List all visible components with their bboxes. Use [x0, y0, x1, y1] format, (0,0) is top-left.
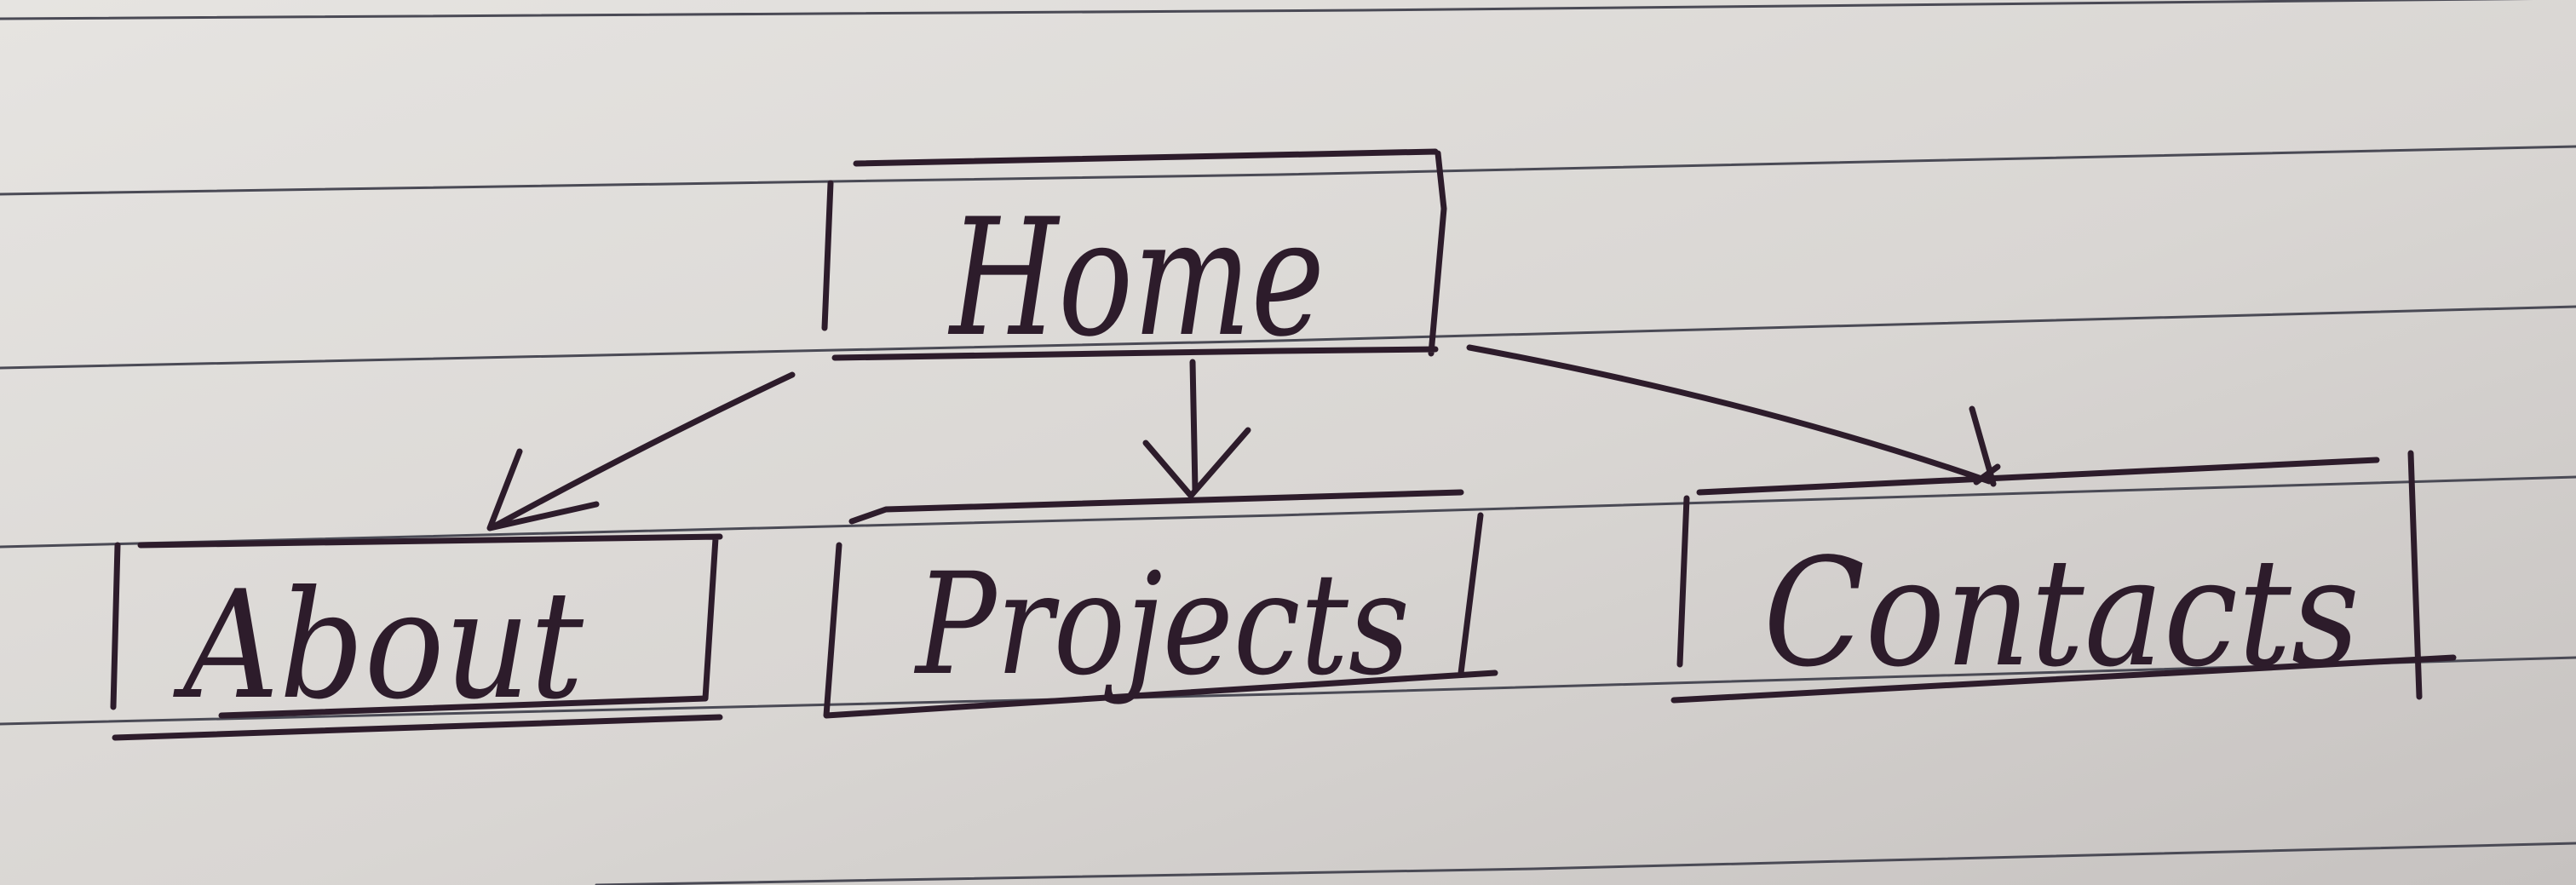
node-about-label: About	[173, 560, 584, 733]
ruled-line	[0, 475, 2576, 549]
node-about-box	[110, 533, 723, 741]
node-contacts-box	[1670, 450, 2457, 704]
arrowhead-projects-icon	[1142, 427, 1251, 499]
ruled-line	[0, 145, 2576, 196]
node-home: Home	[821, 148, 1447, 372]
connector-home-contacts	[1466, 344, 1992, 485]
ruled-line	[0, 656, 2576, 726]
connectors	[486, 344, 2001, 532]
ruled-line	[0, 305, 2576, 370]
connector-home-projects	[1189, 359, 1199, 493]
node-about: About	[110, 533, 723, 741]
node-home-label: Home	[948, 184, 1325, 372]
ruled-line	[0, 0, 2533, 20]
node-projects-label: Projects	[913, 543, 1410, 706]
connector-home-about	[491, 371, 796, 530]
node-home-box	[821, 148, 1447, 361]
node-projects-box	[823, 489, 1498, 719]
ruled-line	[595, 842, 2576, 885]
node-contacts-label: Contacts	[1763, 527, 2360, 700]
node-contacts: Contacts	[1670, 450, 2457, 704]
arrowhead-about-icon	[486, 448, 600, 532]
node-projects: Projects	[823, 489, 1498, 719]
